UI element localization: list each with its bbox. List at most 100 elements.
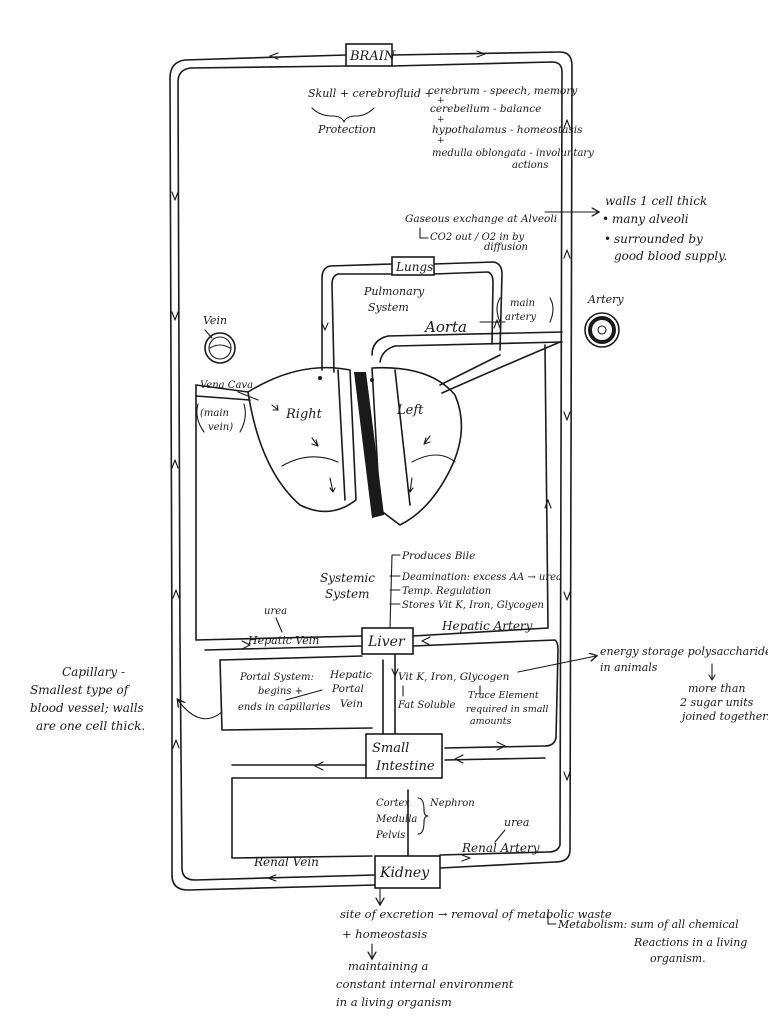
trace-note-2: required in small xyxy=(466,704,548,715)
renal-vein-label: Renal Vein xyxy=(253,855,319,869)
aorta-label: Aorta xyxy=(423,318,467,336)
medulla-note: medulla oblongata - involuntary xyxy=(432,148,594,159)
metabolism-note-2: Reactions in a living xyxy=(633,936,747,949)
portal-note-2: begins + xyxy=(258,686,303,697)
capillary-note-3: blood vessel; walls xyxy=(30,701,144,715)
excretion-note: site of excretion → removal of metabolic… xyxy=(340,907,612,921)
hepatic-portal-2: Portal xyxy=(331,683,364,695)
liver-functions: Systemic System Produces Bile Deaminatio… xyxy=(320,550,562,629)
gaseous-note: Gaseous exchange at Alveoli xyxy=(405,213,557,225)
homeostasis-note: + homeostasis xyxy=(342,927,427,941)
left-label: Left xyxy=(396,403,424,418)
temp-regulation-note: Temp. Regulation xyxy=(402,586,491,597)
vitamin-notes: Vit K, Iron, Glycogen Fat Soluble Trace … xyxy=(397,645,768,727)
brain-label: BRAIN xyxy=(349,49,396,64)
maintain-note-1: maintaining a xyxy=(348,959,429,973)
bullet-1: • xyxy=(602,212,609,226)
maintain-note-2: constant internal environment xyxy=(336,977,514,991)
maintain-note-3: in a living organism xyxy=(336,995,452,1009)
kidney-structure-notes: Cortex Medulla Pelvis Nephron urea xyxy=(375,797,529,843)
trace-note-1: Trace Element xyxy=(468,690,539,701)
produces-bile-note: Produces Bile xyxy=(401,550,475,562)
nephron-note: Nephron xyxy=(429,798,475,809)
pulmonary-loop xyxy=(321,261,503,373)
hepatic-vein-label: Hepatic Vein xyxy=(247,634,319,647)
outer-vessel-loop xyxy=(169,51,573,891)
trace-note-3: amounts xyxy=(470,716,511,727)
right-label: Right xyxy=(285,407,323,422)
lungs-label: Lungs xyxy=(395,260,433,274)
intestine-vessels xyxy=(231,741,546,859)
skull-note: Skull + cerebrofluid + xyxy=(308,87,434,100)
lungs-box xyxy=(391,256,435,276)
energy-note-2: in animals xyxy=(600,661,658,674)
liver-label: Liver xyxy=(367,634,406,650)
surrounded-note-1: surrounded by xyxy=(614,232,703,246)
artery-label: Artery xyxy=(587,293,624,306)
capillary-note: Capillary - Smallest type of blood vesse… xyxy=(30,665,223,733)
co2-note: CO2 out / O2 in by xyxy=(430,232,525,243)
systemic-label-2: System xyxy=(325,587,369,601)
cerebrum-note: cerebrum - speech, memory xyxy=(428,85,578,97)
plus-2: + xyxy=(437,115,445,125)
liver-urea-label: urea xyxy=(264,606,287,617)
small-intestine-label-2: Intestine xyxy=(375,759,435,774)
kidney-label: Kidney xyxy=(379,865,430,881)
hepatic-portal-1: Hepatic xyxy=(329,669,372,681)
brain-notes: Skull + cerebrofluid + Protection cerebr… xyxy=(308,85,594,171)
cortex-note: Cortex xyxy=(376,798,410,809)
many-alveoli-note: many alveoli xyxy=(612,212,689,226)
pelvis-note: Pelvis xyxy=(375,830,405,841)
portal-note-1: Portal System: xyxy=(239,672,314,683)
hepatic-artery-label: Hepatic Artery xyxy=(441,619,533,633)
pulmonary-label-2: System xyxy=(368,301,409,314)
renal-artery-label: Renal Artery xyxy=(461,841,540,855)
vein-cross-section: Vein xyxy=(203,314,236,364)
surrounded-note-2: good blood supply. xyxy=(614,249,727,263)
metabolism-note-1: Metabolism: sum of all chemical xyxy=(557,918,739,931)
capillary-note-2: Smallest type of xyxy=(30,683,131,697)
plus-1: + xyxy=(437,96,445,106)
aorta: Aorta main artery xyxy=(371,297,563,363)
bullet-2: • xyxy=(604,232,611,246)
capillary-note-1: Capillary - xyxy=(62,665,125,679)
hypothalamus-note: hypothalamus - homeostasis xyxy=(432,124,583,136)
sugar-note-2: 2 sugar units xyxy=(679,696,754,709)
diffusion-note: diffusion xyxy=(484,242,528,253)
heart: Right Left xyxy=(247,341,561,526)
kidney-urea-label: urea xyxy=(504,816,529,829)
liver-vessels xyxy=(195,499,559,749)
metabolism-note-3: organism. xyxy=(650,952,706,965)
vein-label: Vein xyxy=(203,314,227,327)
flow-arrows xyxy=(171,50,571,882)
vit-k-note: Vit K, Iron, Glycogen xyxy=(398,671,510,683)
main-artery-2: artery xyxy=(505,312,536,323)
capillary-note-4: are one cell thick. xyxy=(36,719,145,733)
sugar-note-3: joined together. xyxy=(679,710,768,723)
main-vein-label-2: vein) xyxy=(208,422,233,433)
plus-3: + xyxy=(437,136,445,146)
energy-note-1: energy storage polysaccharide xyxy=(600,645,768,658)
artery-cross-section: Artery xyxy=(584,293,624,348)
actions-note: actions xyxy=(512,160,548,171)
systemic-label-1: Systemic xyxy=(320,571,375,585)
small-intestine-box xyxy=(365,733,443,779)
fat-soluble-note: Fat Soluble xyxy=(397,700,456,711)
brain-box xyxy=(345,43,393,67)
portal-note-3: ends in capillaries xyxy=(238,702,330,713)
main-artery-1: main xyxy=(510,298,535,309)
pulmonary-label-1: Pulmonary xyxy=(363,285,425,298)
portal-system: Portal System: begins + ends in capillar… xyxy=(219,654,399,739)
medulla-kidney-note: Medulla xyxy=(375,814,417,825)
sugar-note-1: more than xyxy=(688,682,745,695)
deamination-note: Deamination: excess AA → urea xyxy=(401,572,562,583)
cerebellum-note: cerebellum - balance xyxy=(430,103,541,115)
stores-note: Stores Vit K, Iron, Glycogen xyxy=(402,600,544,611)
main-vein-label-1: (main xyxy=(200,408,229,419)
small-intestine-label-1: Small xyxy=(372,741,409,756)
lung-notes: Gaseous exchange at Alveoli CO2 out / O2… xyxy=(405,194,727,263)
hepatic-portal-3: Vein xyxy=(340,698,363,710)
walls-note: walls 1 cell thick xyxy=(605,194,707,208)
liver-box xyxy=(361,627,414,655)
